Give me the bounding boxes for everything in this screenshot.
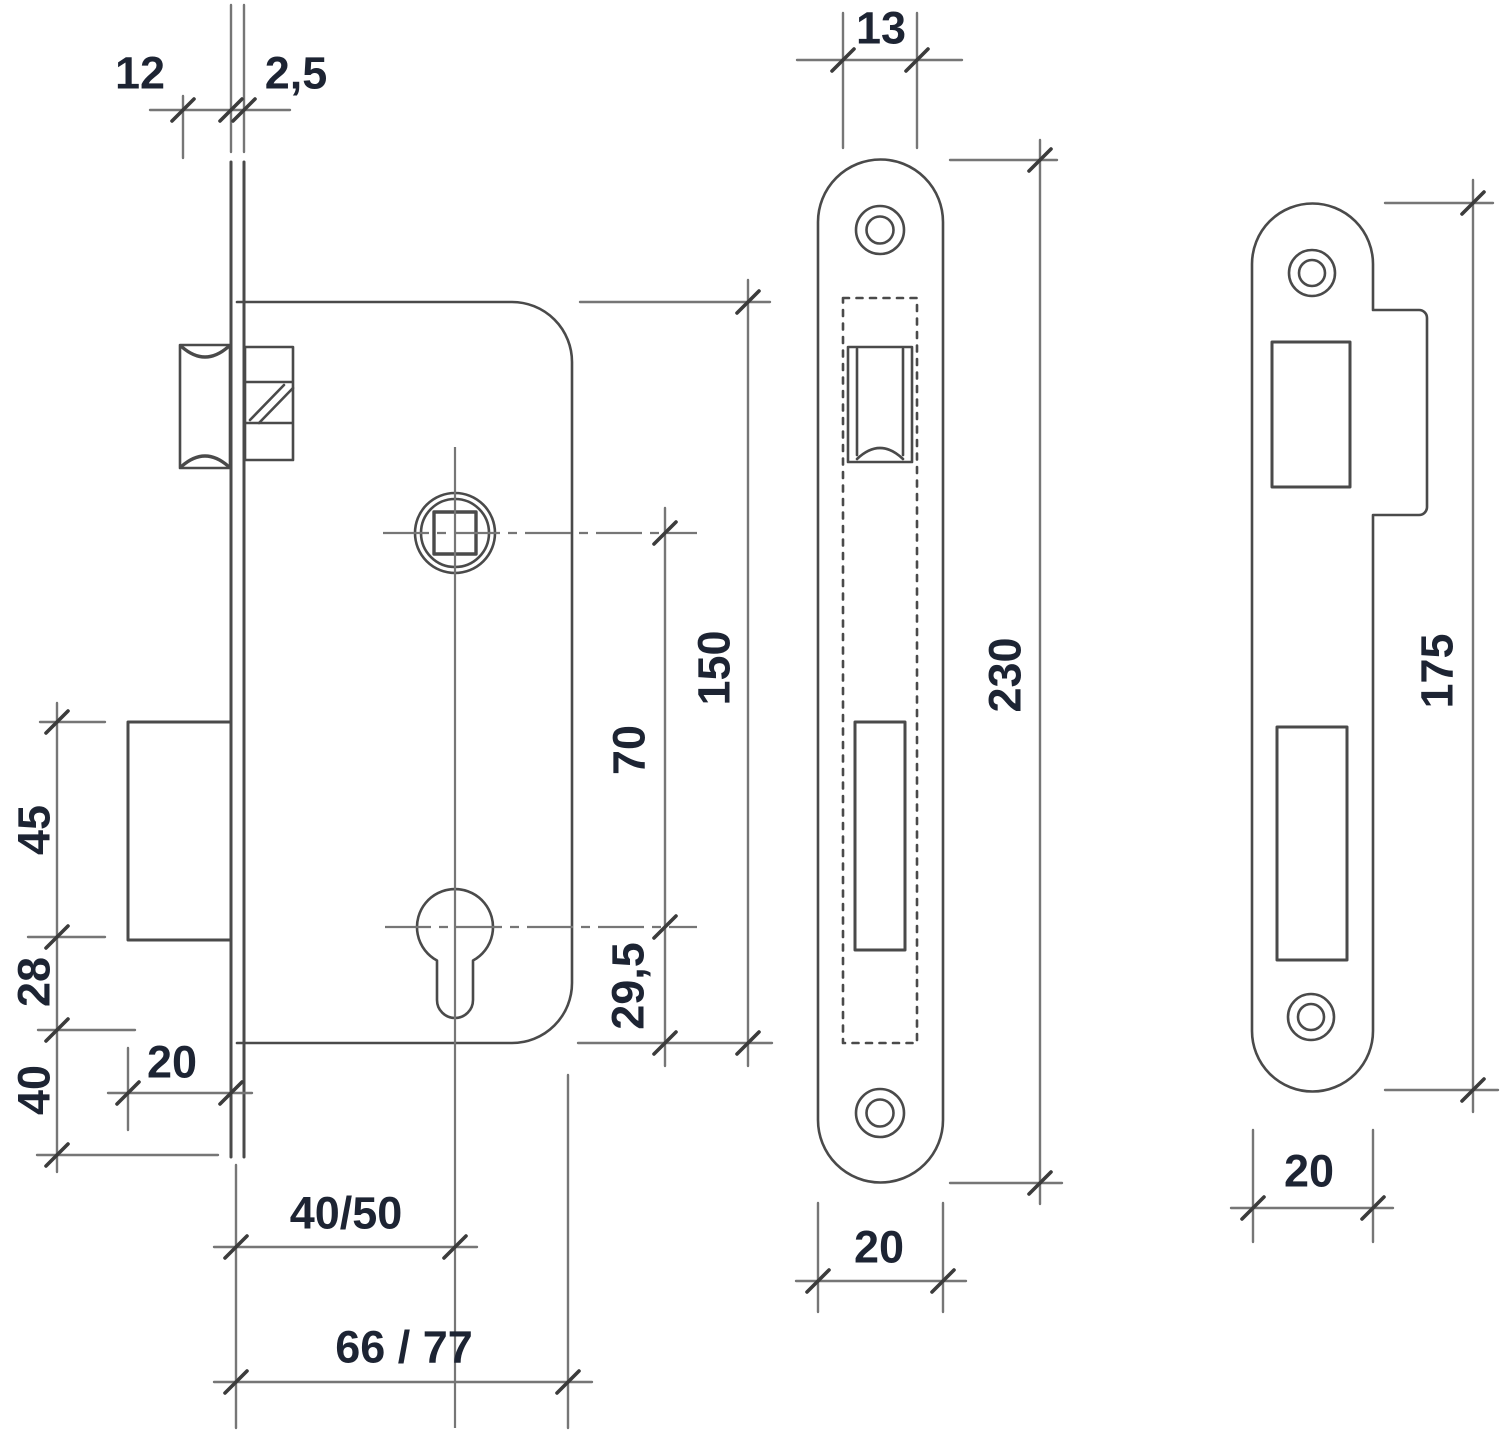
strike-latch-cutout: [1270, 340, 1352, 489]
strike-deadbolt-cutout: [1275, 725, 1349, 962]
lock-case-side-view: 12 2,5 45 28 40 20 40/50 66 / 77 150 70 …: [9, 3, 774, 1430]
strike-screw-hole-bottom-inner: [1296, 1002, 1326, 1032]
screw-hole-top-inner: [865, 215, 895, 245]
dim-ticks-backset: [223, 1234, 468, 1260]
dim-label-cylinder-to-bottom: 29,5: [603, 942, 654, 1030]
dim-line-deadbolt-throw: [106, 1046, 254, 1132]
dim-line-case-depth: [212, 1073, 594, 1430]
dim-label-strike-length: 175: [1412, 633, 1463, 708]
dim-label-case-height: 150: [689, 630, 740, 705]
dim-ticks-spindle-cylinder: [652, 520, 678, 1056]
dim-line-12-25: [148, 94, 292, 160]
strike-screw-hole-top-inner: [1297, 258, 1327, 288]
dim-label-faceplate-width: 20: [854, 1222, 904, 1273]
latch-cutout: [846, 345, 914, 464]
euro-cylinder-hole: [415, 887, 495, 1020]
screw-hole-bottom-outer: [854, 1087, 906, 1139]
dim-ticks-12-25: [170, 97, 257, 123]
dim-ticks-case-depth: [223, 1369, 581, 1395]
strike-plate-view: 175 20: [1229, 178, 1500, 1244]
dim-ticks-strike-length: [1460, 190, 1486, 1103]
deadbolt-cutout: [853, 720, 907, 952]
dim-ticks-left-chain: [44, 709, 70, 1168]
screw-hole-top-outer: [854, 204, 906, 256]
dim-ticks-strike-width: [1240, 1195, 1386, 1221]
screw-hole-bottom-inner: [865, 1098, 895, 1128]
dim-label-case-depth: 66 / 77: [335, 1322, 473, 1373]
dim-label-deadbolt-height: 45: [9, 805, 60, 855]
dim-line-faceplate-width: [794, 1201, 968, 1314]
deadbolt: [126, 720, 233, 942]
dim-label-lower-offset: 40: [9, 1065, 60, 1115]
dim-line-latch-width: [795, 11, 964, 150]
dim-line-case-height: [576, 278, 774, 1068]
dim-label-faceplate-length: 230: [980, 637, 1031, 712]
strike-screw-hole-bottom-outer: [1286, 992, 1336, 1042]
faceplate-extension-top: [229, 3, 246, 154]
latch-block: [243, 345, 295, 462]
strike-screw-hole-top-outer: [1287, 248, 1337, 298]
dim-label-strike-width: 20: [1284, 1146, 1334, 1197]
dim-ticks-latch-width: [830, 47, 930, 73]
faceplate-edge-lines: [229, 160, 246, 1159]
dim-ticks-faceplate-width: [805, 1268, 956, 1294]
dim-line-strike-width: [1229, 1128, 1395, 1244]
faceplate-front-view: 13 230 20: [794, 3, 1064, 1314]
dim-ticks-case-height: [735, 289, 761, 1056]
dim-label-spindle-to-cylinder: 70: [604, 725, 655, 775]
dim-label-latch-width: 13: [856, 3, 906, 54]
lock-case-hidden-outline: [841, 296, 919, 1045]
dim-ticks-deadbolt-throw: [115, 1080, 244, 1106]
faceplate-outline: [816, 158, 945, 1184]
dim-label-deadbolt-bottom-gap: 28: [9, 957, 60, 1007]
latch-bolt-head: [178, 343, 232, 470]
dim-label-latch-protrusion: 12: [115, 48, 165, 99]
lock-case-outline: [235, 300, 574, 1045]
latch-block-hatching: [248, 383, 295, 425]
latch-bolt-bevel-arcs: [180, 345, 230, 468]
strike-plate-outline: [1250, 202, 1429, 1093]
dim-label-deadbolt-throw: 20: [147, 1037, 197, 1088]
dim-label-faceplate-thickness: 2,5: [265, 48, 328, 99]
dim-ticks-faceplate-length: [1027, 147, 1053, 1196]
dim-label-backset: 40/50: [290, 1188, 403, 1239]
